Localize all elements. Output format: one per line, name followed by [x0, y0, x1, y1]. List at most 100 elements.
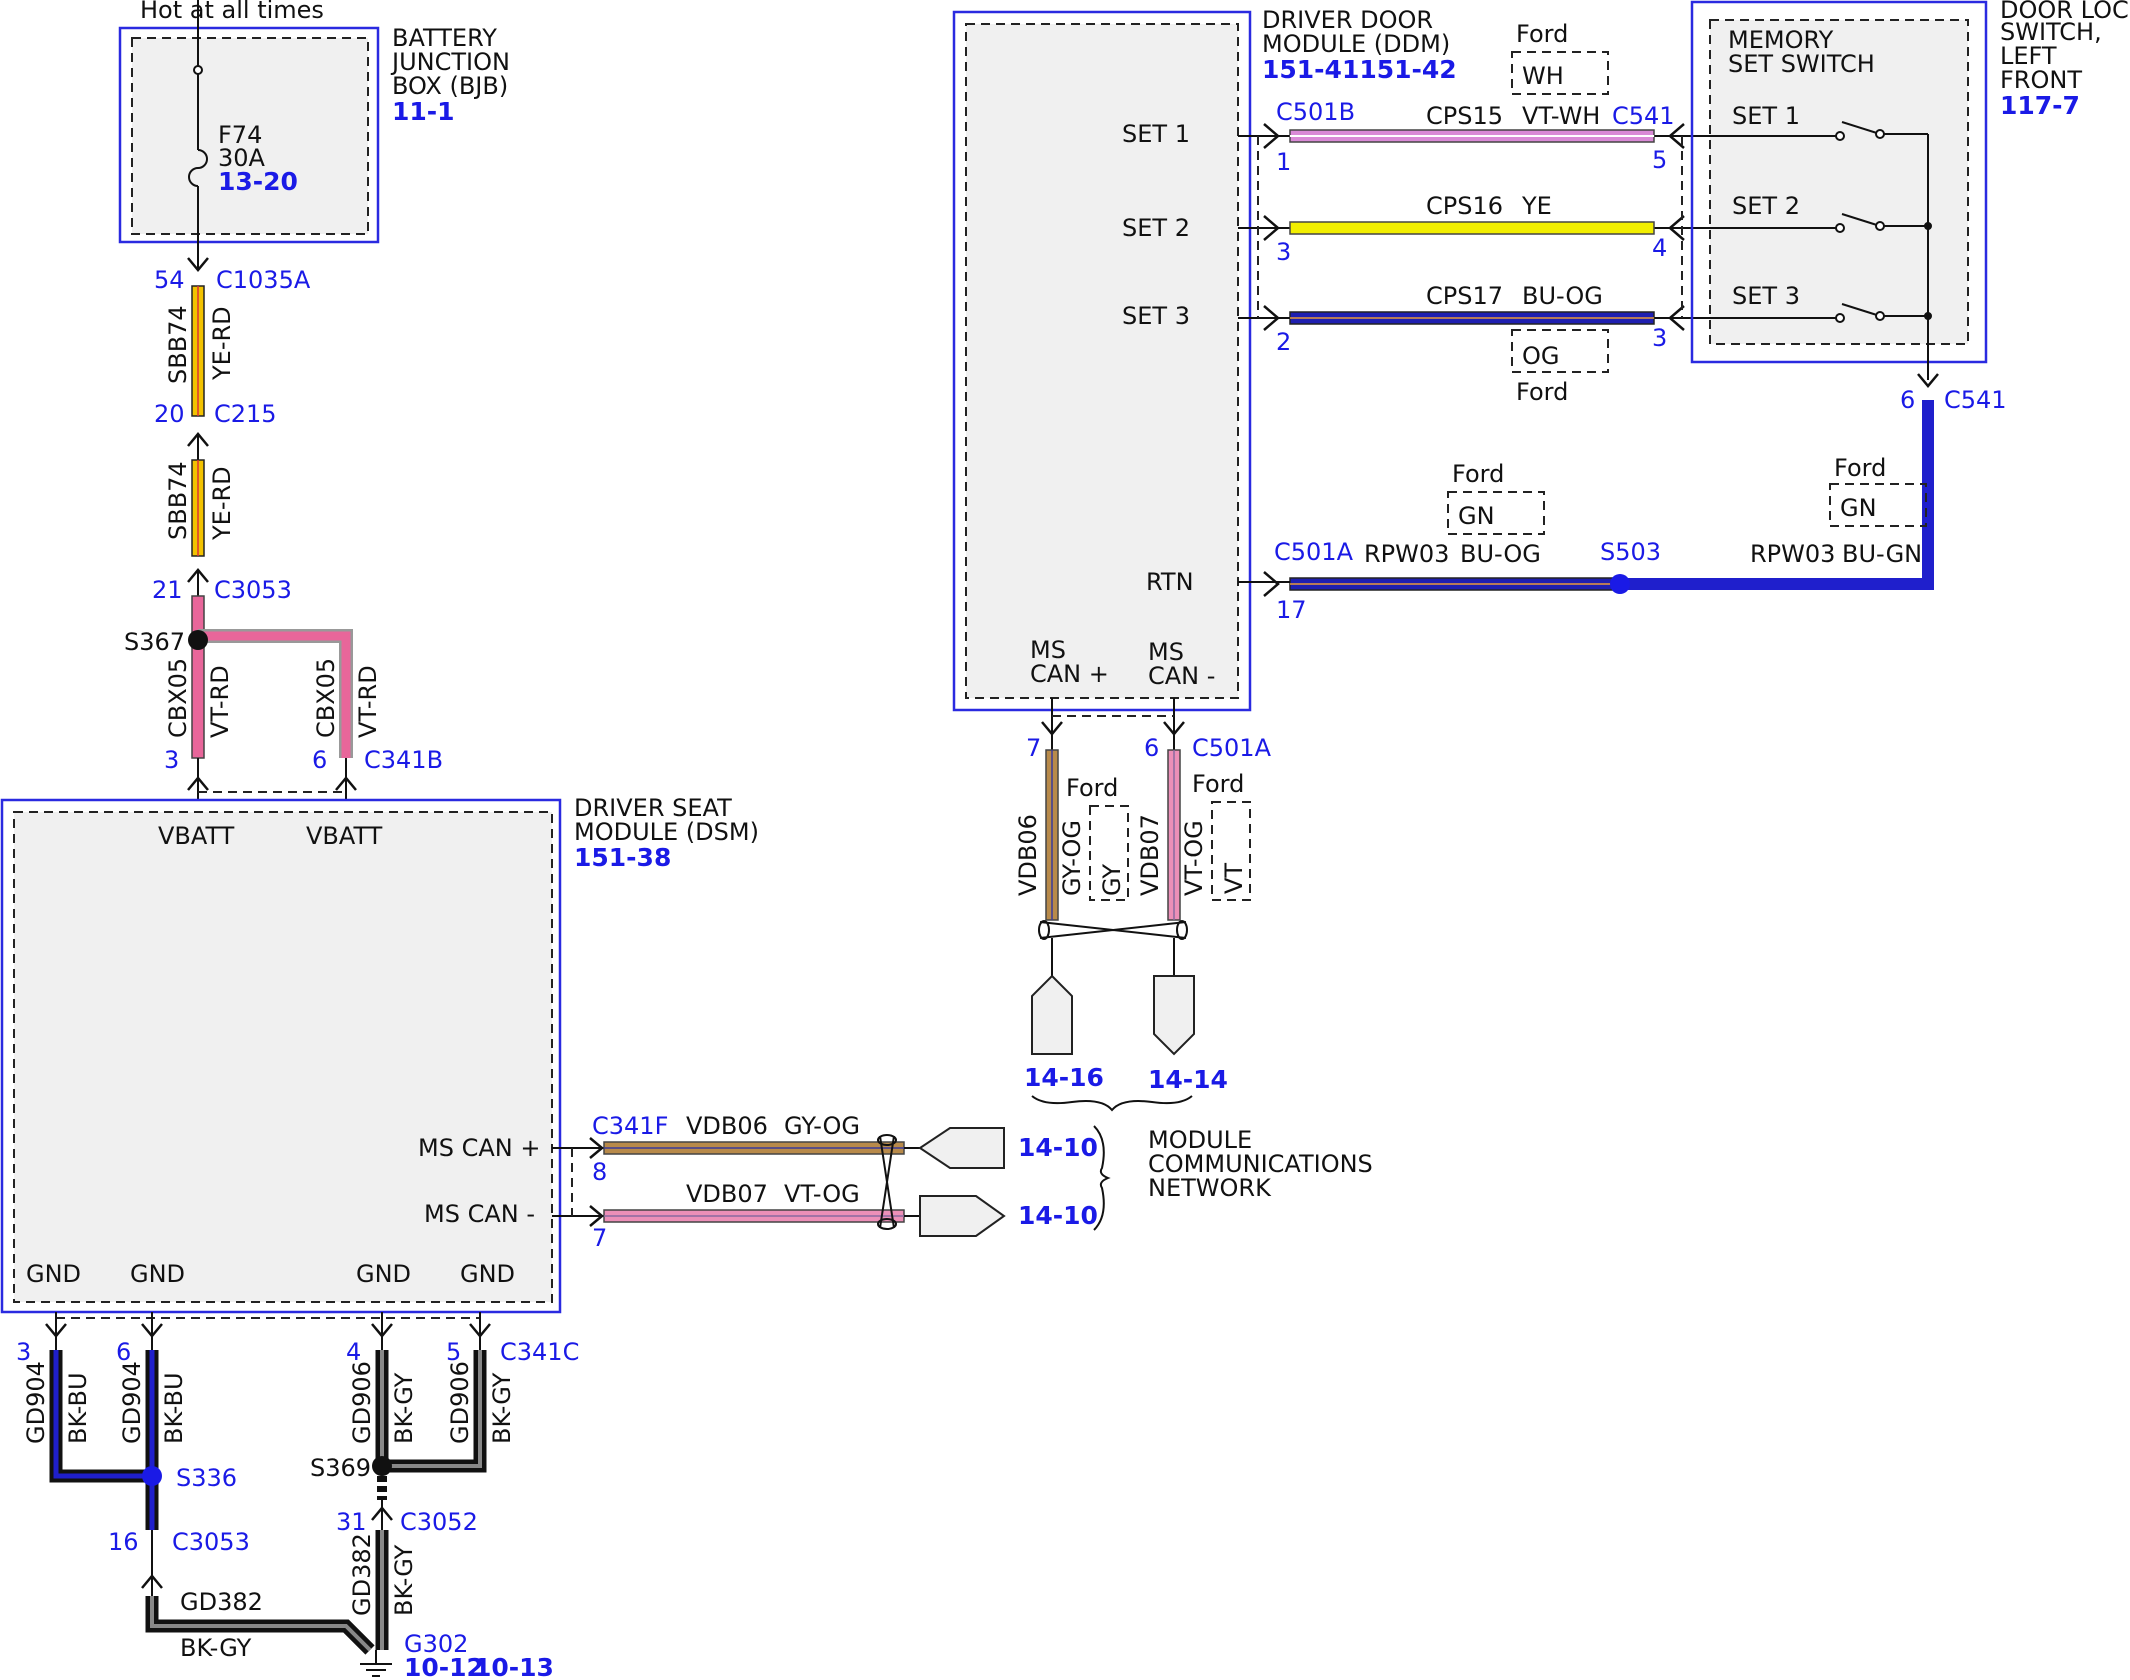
network-pointer-icon: [1153, 975, 1195, 1056]
ford-tag: Ford: [1516, 20, 1568, 48]
bjb-inner: [131, 37, 369, 235]
ddm-inner: [965, 23, 1239, 699]
ford-tag: Ford: [1066, 774, 1118, 802]
dsm-inner: [13, 811, 553, 1303]
network-title-3: NETWORK: [1148, 1174, 1272, 1202]
network-title-2: COMMUNICATIONS: [1148, 1150, 1373, 1178]
dsm-gnd-2: GND: [130, 1260, 185, 1288]
pin-label: 7: [1026, 734, 1041, 762]
wire-label: YE-RD: [208, 306, 236, 381]
wire-label: CPS15: [1426, 102, 1503, 130]
network-pointer-icon: [918, 1127, 1005, 1169]
wire-gd906: [380, 1350, 482, 1468]
connector-label: C215: [214, 400, 277, 428]
pin-label: 4: [346, 1338, 361, 1366]
ddm-set1: SET 1: [1122, 120, 1190, 148]
pin-label: 16: [108, 1528, 139, 1556]
wire-gd904-a: [53, 1350, 152, 1479]
ground-ref: 10-12: [404, 1653, 484, 1680]
ford-tag: Ford: [1834, 454, 1886, 482]
wire-label: BK-GY: [390, 1372, 418, 1444]
pin-label: 3: [1276, 238, 1291, 266]
wire-rpw03-bu-gn: [1620, 400, 1934, 590]
dsm-gnd-3: GND: [356, 1260, 411, 1288]
dsm-can-plus: MS CAN +: [418, 1134, 540, 1162]
wire-label: GD904: [22, 1361, 50, 1444]
network-ref: 14-16: [1024, 1063, 1104, 1092]
bjb-ref: 11-1: [392, 97, 455, 126]
brace-icon: [1031, 1095, 1193, 1112]
wire-label: CPS17: [1426, 282, 1503, 310]
wire-label: VDB07: [1136, 814, 1164, 896]
switch-box: [1690, 0, 1988, 364]
pin-label: 7: [592, 1224, 607, 1252]
ford-tag: Ford: [1516, 378, 1568, 406]
pin-label: 8: [592, 1158, 607, 1186]
switch-set1: SET 1: [1732, 102, 1800, 130]
brace-icon: [1093, 1125, 1111, 1231]
connector-label: C541: [1944, 386, 2007, 414]
wire-label: BK-BU: [160, 1372, 188, 1444]
splice-label: S503: [1600, 538, 1661, 566]
switch-set3: SET 3: [1732, 282, 1800, 310]
wire-label: GD906: [348, 1361, 376, 1444]
wire-cbx05-b: [198, 631, 351, 758]
ford-tag: Ford: [1452, 460, 1504, 488]
wire-label: GD906: [446, 1361, 474, 1444]
wire-label: RPW03: [1750, 540, 1835, 568]
splice-s503: [1610, 574, 1630, 594]
network-pointer-icon: [1031, 974, 1073, 1055]
connector-label: C541: [1612, 102, 1675, 130]
wire-label: VT-RD: [206, 665, 234, 738]
hot-note: Hot at all times: [140, 0, 324, 24]
fuse-ref: 13-20: [218, 167, 298, 196]
ddm-ms-a: MS: [1030, 636, 1066, 664]
dsm-vbatt-a: VBATT: [158, 822, 235, 850]
ddm-can-minus: CAN -: [1148, 662, 1215, 690]
pin-label: 5: [1652, 146, 1667, 174]
wire-label: SBB74: [164, 461, 192, 540]
switch-title-3: LEFT: [2000, 42, 2057, 70]
network-pointer-icon: [919, 1195, 1006, 1237]
fuse-amps: 30A: [218, 144, 266, 172]
wire-label: VT-OG: [784, 1180, 860, 1208]
connector-label: C1035A: [216, 266, 311, 294]
wire-label: VDB06: [686, 1112, 768, 1140]
switch-set2: SET 2: [1732, 192, 1800, 220]
pin-label: 31: [336, 1508, 367, 1536]
splice-s369: [372, 1456, 392, 1476]
switch-title-4: FRONT: [2000, 66, 2082, 94]
pin-label: 20: [154, 400, 185, 428]
ford-tag: Ford: [1192, 770, 1244, 798]
pin-label: 3: [164, 746, 179, 774]
wire-label: VDB07: [686, 1180, 768, 1208]
wire-label: GD382: [348, 1533, 376, 1616]
connector-label: C501A: [1274, 538, 1354, 566]
wire-cps16: [1289, 221, 1655, 235]
connector-label: C341F: [592, 1112, 668, 1140]
wire-label: VT-RD: [354, 665, 382, 738]
network-ref: 14-10: [1018, 1133, 1098, 1162]
ground-icon: [360, 1663, 392, 1677]
connector-label: C341C: [500, 1338, 579, 1366]
twisted-pair-icon: [879, 1135, 895, 1229]
pin-label: 54: [154, 266, 185, 294]
pin-label: 6: [312, 746, 327, 774]
wire-label: BK-GY: [180, 1634, 252, 1662]
wire-gd382: [150, 1530, 384, 1652]
network-title-1: MODULE: [1148, 1126, 1252, 1154]
connector-label: C501B: [1276, 98, 1355, 126]
connector-arrow: [1917, 373, 1939, 388]
ground-ref: 10-13: [474, 1653, 554, 1680]
dsm-title-1: DRIVER SEAT: [574, 794, 732, 822]
ddm-box: [952, 10, 1252, 712]
ddm-ms-b: MS: [1148, 638, 1184, 666]
pin-label: 5: [446, 1338, 461, 1366]
ddm-ref: 151-41151-42: [1262, 55, 1457, 84]
switch-ref: 117-7: [2000, 91, 2080, 120]
dsm-title-2: MODULE (DSM): [574, 818, 759, 846]
network-ref: 14-14: [1148, 1065, 1228, 1094]
wire-label: GD904: [118, 1361, 146, 1444]
wire-label: YE-RD: [208, 466, 236, 541]
